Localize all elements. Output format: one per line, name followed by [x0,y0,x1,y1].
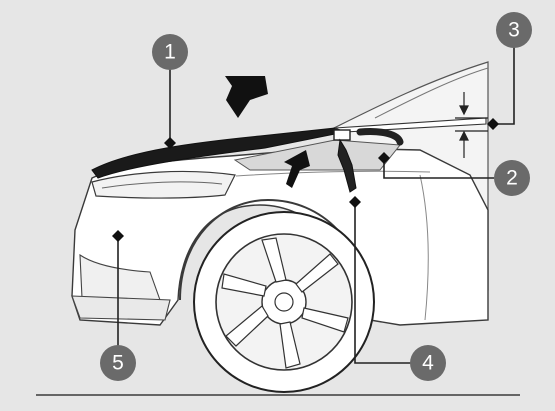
svg-text:1: 1 [164,41,176,64]
lift-arrow-small [284,150,310,188]
svg-text:3: 3 [508,19,520,42]
lift-arrow-large [225,76,268,118]
svg-text:5: 5 [112,352,124,375]
callout-3: 3 [496,12,532,48]
bumper-intake [79,253,161,301]
leader-lines [117,32,515,364]
a-pillar-line [374,67,489,119]
engine-bay [233,139,401,171]
leader-dots [112,118,499,242]
headlight [91,170,236,199]
headlight-inner [101,181,223,189]
fender-crease [235,170,431,177]
support-rod [356,128,404,146]
hood-latch [333,129,351,141]
svg-text:4: 4 [422,352,434,375]
callout-1: 1 [152,34,188,70]
door-line [419,174,429,321]
front-wheel [193,211,375,393]
callout-4: 4 [410,345,446,381]
gap-indicator [455,92,488,158]
svg-text:2: 2 [506,167,518,190]
callout-2: 2 [494,160,530,196]
release-lever [337,138,357,193]
bumper-lip [71,295,171,321]
callout-5: 5 [100,345,136,381]
